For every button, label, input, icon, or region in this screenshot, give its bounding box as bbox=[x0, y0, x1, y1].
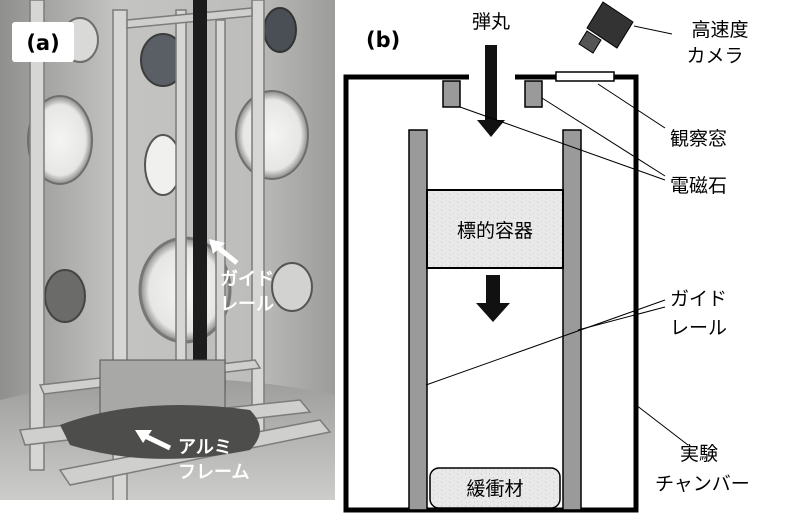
panel-a-photo: (a) ガイド レール アルミ フレーム bbox=[0, 0, 335, 520]
panel-b-tag: (b) bbox=[366, 28, 400, 52]
frame-label-photo-line2: フレーム bbox=[178, 462, 249, 483]
bottom-margin bbox=[0, 500, 335, 520]
experiment-chamber bbox=[343, 74, 639, 513]
buffer-base bbox=[60, 405, 260, 459]
electromagnet-label: 電磁石 bbox=[670, 175, 727, 197]
camera-label-line2: カメラ bbox=[686, 45, 743, 67]
aluminum-frame-posts bbox=[29, 0, 265, 509]
panel-a-tag: (a) bbox=[26, 31, 59, 55]
wall-port bbox=[271, 262, 313, 312]
chamber-label-line2: チャンバー bbox=[655, 473, 750, 495]
camera-label-line1: 高速度 bbox=[691, 19, 748, 41]
electromagnet-left bbox=[442, 80, 461, 108]
magnet-leader-left bbox=[459, 106, 666, 181]
frame-arrow-photo bbox=[141, 432, 172, 451]
rail-leader-right bbox=[577, 306, 666, 331]
guide-rail-right bbox=[562, 129, 582, 511]
window-label: 観察窓 bbox=[670, 128, 727, 150]
wall-port bbox=[235, 90, 309, 180]
guide-rail-label-line1: ガイド bbox=[670, 288, 727, 310]
fall-arrow-shaft bbox=[486, 275, 500, 305]
window-leader bbox=[597, 83, 666, 129]
guide-rail-arrowhead-photo bbox=[209, 239, 225, 254]
projectile-arrow-head bbox=[477, 120, 505, 137]
fall-arrow-head bbox=[476, 303, 510, 322]
chamber-leader bbox=[635, 404, 689, 446]
panel-b-diagram: (b) 弾丸 標的容器 緩衝材 高速度 カメラ 観察窓 bbox=[343, 1, 750, 513]
magnet-leader-right bbox=[541, 97, 666, 177]
target-container-label: 標的容器 bbox=[457, 220, 533, 242]
panel-a-tag-box bbox=[12, 22, 74, 62]
frame-label-photo-line1: アルミ bbox=[178, 437, 232, 458]
target-container bbox=[426, 189, 564, 269]
guide-rail-label-photo-line1: ガイド bbox=[220, 269, 274, 290]
buffer-label: 緩衝材 bbox=[466, 478, 523, 500]
electromagnet-right bbox=[524, 80, 543, 108]
guide-rail-label-photo-line2: レール bbox=[220, 294, 274, 315]
rail-leader-left bbox=[425, 299, 666, 386]
projectile-arrow-shaft bbox=[485, 45, 497, 123]
guide-rail-left bbox=[408, 129, 428, 511]
wall-port bbox=[263, 7, 297, 53]
projectile-label: 弾丸 bbox=[472, 11, 510, 33]
buffer-material bbox=[429, 467, 561, 509]
observation-window bbox=[555, 71, 615, 82]
high-speed-camera-icon bbox=[578, 1, 634, 54]
camera-leader bbox=[633, 25, 673, 35]
guide-rail-label-line2: レール bbox=[670, 317, 727, 339]
guide-rail-photo bbox=[193, 0, 207, 400]
chamber-label-line1: 実験 bbox=[680, 443, 718, 465]
frame-arrowhead-photo bbox=[135, 430, 152, 443]
wall-port bbox=[44, 269, 86, 323]
